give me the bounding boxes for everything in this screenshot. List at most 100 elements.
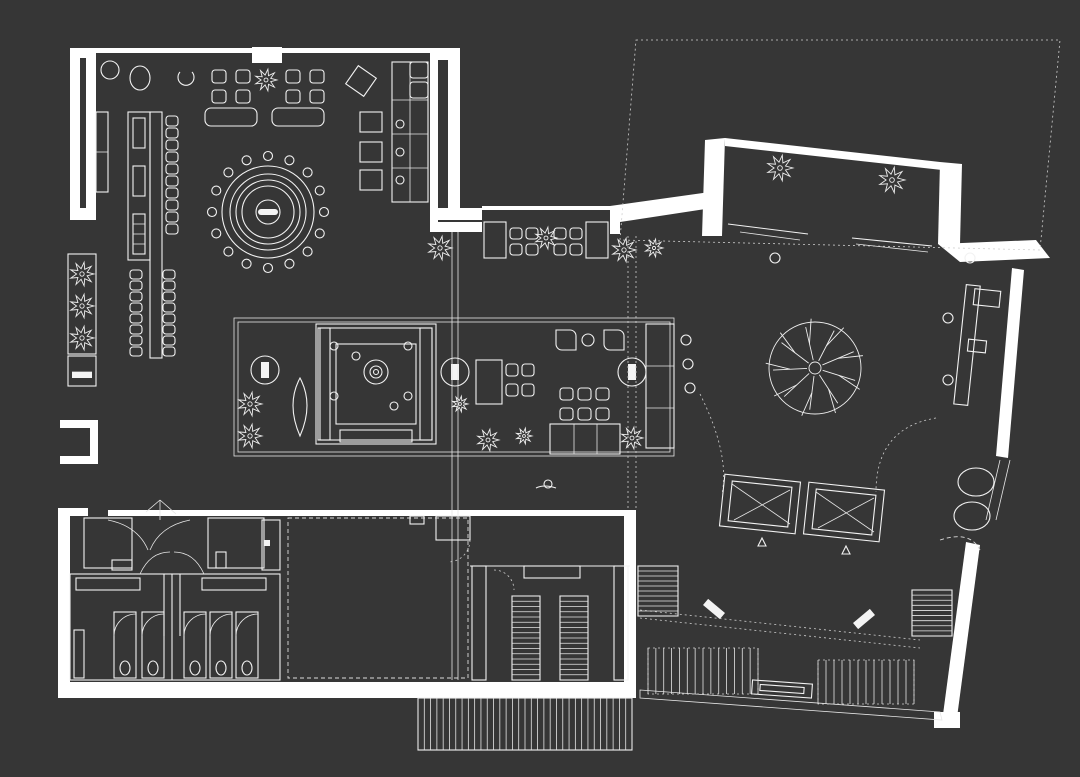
shrub xyxy=(450,394,470,414)
chair xyxy=(129,313,143,324)
tree-branch xyxy=(774,384,797,397)
round-table-chairs xyxy=(206,150,330,274)
stool xyxy=(262,262,274,274)
shrub-core xyxy=(629,435,635,441)
shrub xyxy=(69,324,96,352)
tree-branch xyxy=(809,318,812,344)
shrub-core xyxy=(247,433,253,439)
shrub xyxy=(766,153,795,183)
shrub-core xyxy=(247,401,253,407)
round-table xyxy=(221,165,315,259)
shrub xyxy=(69,292,96,320)
chair xyxy=(409,61,429,79)
chair xyxy=(165,187,179,199)
bar-stools xyxy=(129,115,179,357)
stool xyxy=(284,155,295,166)
shrub-core xyxy=(79,335,85,341)
stool xyxy=(284,258,295,269)
chair xyxy=(129,302,143,313)
pavilion-tree xyxy=(765,318,863,416)
tree-branch xyxy=(779,332,796,354)
central-lounge xyxy=(233,317,675,457)
restrooms xyxy=(69,499,281,681)
stool xyxy=(241,155,252,166)
chair xyxy=(595,387,610,401)
stool xyxy=(318,206,330,218)
chair xyxy=(129,280,143,291)
chair xyxy=(505,383,519,397)
chair xyxy=(162,280,176,291)
stall xyxy=(141,611,165,679)
chair xyxy=(165,139,179,151)
shrub-core xyxy=(263,77,269,83)
chair xyxy=(521,363,535,377)
tree-branch xyxy=(765,362,791,370)
stool xyxy=(329,391,339,401)
stool xyxy=(206,206,218,218)
chair xyxy=(129,291,143,302)
chair xyxy=(309,69,325,84)
sofa-back xyxy=(419,327,433,441)
shrub xyxy=(476,427,501,453)
toilet xyxy=(215,660,227,676)
toilet xyxy=(189,660,201,676)
shrub xyxy=(643,237,665,259)
chair xyxy=(285,69,301,84)
chair xyxy=(129,346,143,357)
shrub xyxy=(254,67,279,93)
stool xyxy=(211,185,222,196)
chair xyxy=(577,387,592,401)
south-stairs xyxy=(511,595,589,681)
chair xyxy=(521,383,535,397)
chair xyxy=(505,363,519,377)
chair xyxy=(162,346,176,357)
shrub xyxy=(514,426,534,446)
stool xyxy=(314,185,325,196)
chair xyxy=(165,223,179,235)
person-symbol xyxy=(535,479,557,489)
toilet-stalls xyxy=(113,611,259,679)
chair xyxy=(525,227,539,240)
chair xyxy=(553,227,567,240)
bar-counter xyxy=(95,111,163,359)
chair xyxy=(577,407,592,421)
stair-run xyxy=(911,589,953,637)
stool xyxy=(329,341,339,351)
shrub xyxy=(237,390,264,418)
shrub-core xyxy=(79,303,85,309)
stall-door xyxy=(141,613,165,637)
shrub-core xyxy=(889,177,895,183)
chair xyxy=(525,243,539,256)
shrub-core xyxy=(543,235,549,241)
nw-lounge-chairs xyxy=(211,61,429,104)
shrub-core xyxy=(79,271,85,277)
sofa-back xyxy=(317,327,331,441)
shrub xyxy=(611,236,638,264)
stool xyxy=(223,246,234,257)
stool xyxy=(403,341,413,351)
toilet xyxy=(119,660,131,676)
chair xyxy=(129,335,143,346)
tree-branch xyxy=(805,326,814,361)
stool xyxy=(241,258,252,269)
stall xyxy=(235,611,259,679)
chair xyxy=(553,243,567,256)
chair xyxy=(559,387,574,401)
chair xyxy=(595,407,610,421)
stool xyxy=(351,351,361,361)
entrance-stair xyxy=(417,697,633,751)
chair xyxy=(559,407,574,421)
chair xyxy=(162,335,176,346)
chair xyxy=(162,291,176,302)
shrub-core xyxy=(621,247,627,253)
stool xyxy=(389,401,399,411)
shrub-core xyxy=(777,165,783,171)
pavilion-stairs xyxy=(637,565,953,705)
chair xyxy=(309,89,325,104)
chair xyxy=(162,324,176,335)
shrub-core xyxy=(437,245,443,251)
stool xyxy=(211,228,222,239)
stall-door xyxy=(235,613,259,637)
stool xyxy=(314,228,325,239)
